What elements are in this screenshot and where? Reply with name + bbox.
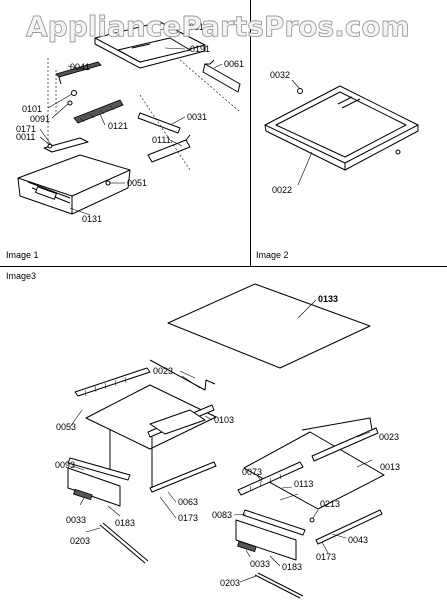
callout-0101: 0101 xyxy=(22,104,42,114)
callout-0203-right: 0203 xyxy=(220,578,240,588)
callout-0183-left: 0183 xyxy=(115,518,135,528)
rail-0053 xyxy=(74,367,151,397)
callout-0023-left: 0023 xyxy=(153,366,173,376)
image3-callouts: 0133 0023 0103 0053 0093 0063 0033 0183 … xyxy=(55,294,400,588)
callout-0203-left: 0203 xyxy=(70,536,90,546)
screw-0022b xyxy=(395,149,401,155)
callout-0103: 0103 xyxy=(214,415,234,425)
callout-0011: 0011 xyxy=(16,132,35,142)
callout-0191: 0191 xyxy=(190,44,210,54)
callout-0183-right: 0183 xyxy=(282,562,302,572)
rail-0073 xyxy=(237,461,304,496)
clip-0091 xyxy=(67,100,73,106)
callout-0053: 0053 xyxy=(56,422,76,432)
callout-0073: 0073 xyxy=(242,467,262,477)
callout-0083: 0083 xyxy=(212,510,232,520)
screw-0213 xyxy=(309,517,315,523)
slide-0013 xyxy=(311,427,379,462)
frame-0083 xyxy=(242,509,306,536)
image1-callouts: 0081 0191 0041 0061 0101 0091 0121 0031 … xyxy=(16,22,244,224)
callout-0063: 0063 xyxy=(178,497,198,507)
image2-parts xyxy=(264,79,419,186)
callout-0091: 0091 xyxy=(30,114,50,124)
callout-0131: 0131 xyxy=(82,214,102,224)
callout-0043: 0043 xyxy=(348,535,368,545)
rail-0041 xyxy=(55,61,102,78)
bar-0203 xyxy=(99,524,146,564)
screw-0032 xyxy=(297,88,303,94)
slide-0061 xyxy=(202,63,241,93)
callout-0033-left: 0033 xyxy=(66,515,86,525)
divider-0011 xyxy=(43,137,89,153)
callout-0033-right: 0033 xyxy=(250,559,270,569)
watermark-text: AppliancePartsPros.com xyxy=(26,10,410,43)
callout-0032: 0032 xyxy=(270,70,290,80)
callout-0081: 0081 xyxy=(184,22,204,32)
image3-leaders xyxy=(69,370,373,583)
glass-cover-0133 xyxy=(167,283,371,369)
callout-0022: 0022 xyxy=(272,185,292,195)
handle-0033 xyxy=(73,488,93,501)
image3-parts xyxy=(67,283,385,599)
right-tray-frame xyxy=(243,431,385,510)
image3-label: Image3 xyxy=(6,271,36,281)
callout-0113: 0113 xyxy=(294,479,313,489)
crisper-pan-0131 xyxy=(17,154,131,197)
callout-0041: 0041 xyxy=(70,62,90,72)
callout-0013: 0013 xyxy=(380,462,400,472)
callout-0133: 0133 xyxy=(318,294,338,304)
shelf-glass-panel xyxy=(275,91,407,158)
callout-0023-right: 0023 xyxy=(379,432,399,442)
cover-glass-0081 xyxy=(117,37,191,63)
callout-0093: 0093 xyxy=(55,460,75,470)
image1-leaders xyxy=(39,26,223,216)
callout-0173-right: 0173 xyxy=(316,552,336,562)
screw-0101 xyxy=(71,90,77,96)
callout-0111: 0111 xyxy=(152,135,171,145)
callout-0171: 0171 xyxy=(16,124,36,134)
drawer-front-0183 xyxy=(67,467,121,507)
image2-label: Image 2 xyxy=(256,250,289,260)
image2-callouts: 0032 0022 xyxy=(270,70,292,195)
callout-0173-left: 0173 xyxy=(178,513,198,523)
callout-0051: 0051 xyxy=(127,178,147,188)
screw-0171 xyxy=(47,143,53,149)
left-crossbar xyxy=(149,409,206,435)
panel-borders xyxy=(0,0,447,267)
rail-0043 xyxy=(315,509,383,545)
screw-0051 xyxy=(105,180,111,186)
bar-0203b xyxy=(254,574,301,599)
drawer-front-0183b xyxy=(235,519,297,561)
slide-0121 xyxy=(73,99,124,124)
callout-0061: 0061 xyxy=(224,59,244,69)
image1-parts xyxy=(17,21,241,215)
callout-0213: 0213 xyxy=(320,499,340,509)
left-tray-frame xyxy=(85,384,217,450)
callout-0121: 0121 xyxy=(108,121,128,131)
callout-0031: 0031 xyxy=(187,112,207,122)
handle-0033b xyxy=(237,540,257,553)
rail-0063 xyxy=(149,461,217,493)
image1-label: Image 1 xyxy=(6,250,39,260)
